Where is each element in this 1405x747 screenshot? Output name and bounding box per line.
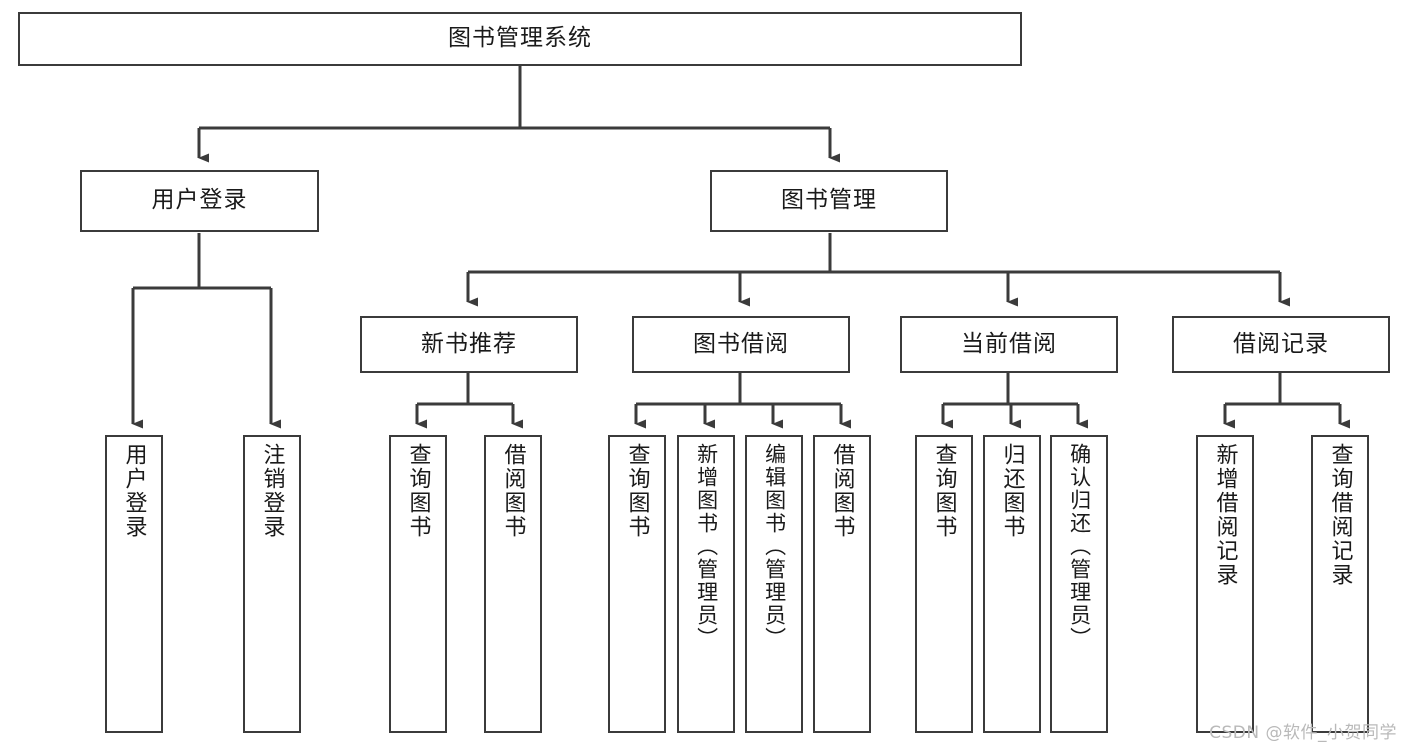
node-root-book-management-system[interactable]: 图书管理系统 xyxy=(18,12,1022,66)
leaf-current-borrow-return-book[interactable]: 归还图书 xyxy=(983,435,1041,733)
node-label: 用户登录 xyxy=(121,443,147,539)
csdn-watermark: CSDN @软件_小贺同学 xyxy=(1209,723,1397,743)
node-label: 图书借阅 xyxy=(693,330,789,357)
node-book-borrow[interactable]: 图书借阅 xyxy=(632,316,850,373)
node-label: 图书管理 xyxy=(781,187,877,214)
node-label: 当前借阅 xyxy=(961,330,1057,357)
node-new-book-recommend[interactable]: 新书推荐 xyxy=(360,316,578,373)
node-label: 新增图书（管理员） xyxy=(694,443,719,650)
leaf-book-borrow-borrow-book[interactable]: 借阅图书 xyxy=(813,435,871,733)
leaf-borrow-record-query-record[interactable]: 查询借阅记录 xyxy=(1311,435,1369,733)
node-label: 新增借阅记录 xyxy=(1212,443,1238,587)
leaf-new-book-query-book[interactable]: 查询图书 xyxy=(389,435,447,733)
node-label: 新书推荐 xyxy=(421,330,517,357)
node-label: 注销登录 xyxy=(259,443,285,539)
node-user-login[interactable]: 用户登录 xyxy=(80,170,319,232)
node-borrow-record[interactable]: 借阅记录 xyxy=(1172,316,1390,373)
leaf-book-borrow-query-book[interactable]: 查询图书 xyxy=(608,435,666,733)
leaf-current-borrow-confirm-return-admin[interactable]: 确认归还（管理员） xyxy=(1050,435,1108,733)
node-label: 归还图书 xyxy=(999,443,1025,539)
leaf-current-borrow-query-book[interactable]: 查询图书 xyxy=(915,435,973,733)
node-label: 编辑图书（管理员） xyxy=(762,443,787,650)
node-label: 确认归还（管理员） xyxy=(1067,443,1092,650)
node-label: 查询借阅记录 xyxy=(1327,443,1353,587)
node-book-management[interactable]: 图书管理 xyxy=(710,170,948,232)
node-label: 借阅图书 xyxy=(829,443,855,539)
node-label: 借阅图书 xyxy=(500,443,526,539)
node-label: 借阅记录 xyxy=(1233,330,1329,357)
node-label: 图书管理系统 xyxy=(448,25,592,52)
node-label: 查询图书 xyxy=(405,443,431,539)
leaf-user-login-login[interactable]: 用户登录 xyxy=(105,435,163,733)
leaf-book-borrow-add-book-admin[interactable]: 新增图书（管理员） xyxy=(677,435,735,733)
leaf-book-borrow-edit-book-admin[interactable]: 编辑图书（管理员） xyxy=(745,435,803,733)
leaf-user-login-logout[interactable]: 注销登录 xyxy=(243,435,301,733)
node-label: 用户登录 xyxy=(151,187,248,214)
node-label: 查询图书 xyxy=(931,443,957,539)
leaf-borrow-record-add-record[interactable]: 新增借阅记录 xyxy=(1196,435,1254,733)
node-current-borrow[interactable]: 当前借阅 xyxy=(900,316,1118,373)
leaf-new-book-borrow-book[interactable]: 借阅图书 xyxy=(484,435,542,733)
node-label: 查询图书 xyxy=(624,443,650,539)
